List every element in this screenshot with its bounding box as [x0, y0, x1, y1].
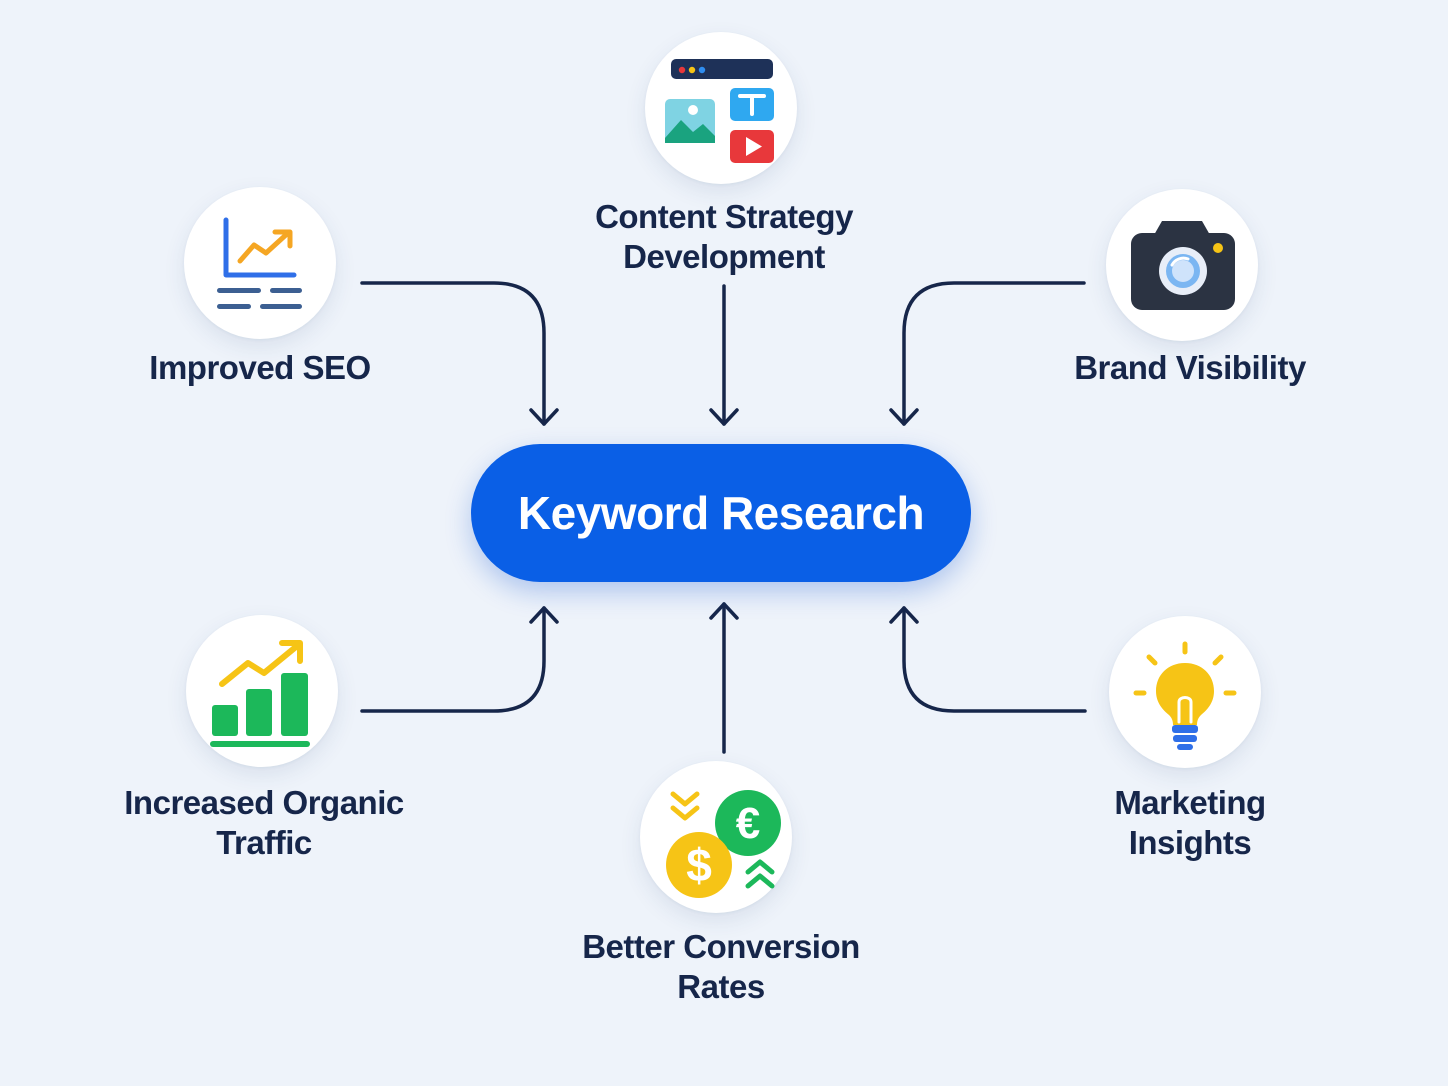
center-label: Keyword Research: [517, 487, 925, 539]
growth-bar-chart-icon: [210, 640, 310, 747]
arrow-insights-to-center: [902, 606, 1087, 713]
marketing-insights-icon-circle[interactable]: [1109, 616, 1261, 768]
brand-visibility-icon-circle[interactable]: [1106, 189, 1258, 341]
currency-conversion-icon: € $: [666, 790, 781, 898]
arrow-brand-to-center: [902, 281, 1086, 426]
node-label-marketing-insights: Marketing Insights: [1114, 784, 1266, 861]
seo-icon-circle[interactable]: [184, 187, 336, 339]
node-label-conversion-rates: Better Conversion Rates: [582, 928, 860, 1005]
arrow-traffic-to-center: [360, 606, 546, 713]
conversion-rates-icon-circle[interactable]: € $: [640, 761, 792, 913]
svg-text:$: $: [686, 839, 712, 891]
arrow-seo-to-center: [360, 281, 546, 426]
center-keyword-research-pill[interactable]: Keyword Research: [471, 444, 971, 582]
content-strategy-icon-circle[interactable]: [645, 32, 797, 184]
content-media-icon: [665, 59, 774, 163]
organic-traffic-icon-circle[interactable]: [186, 615, 338, 767]
node-label-organic-traffic: Increased Organic Traffic: [124, 784, 404, 861]
camera-icon: [1131, 221, 1235, 310]
svg-text:€: €: [736, 799, 760, 848]
seo-chart-icon: [217, 217, 302, 309]
lightbulb-icon: [1133, 641, 1237, 750]
node-label-brand-visibility: Brand Visibility: [1074, 349, 1306, 386]
node-label-content-strategy: Content Strategy Development: [595, 198, 853, 275]
node-label-improved-seo: Improved SEO: [149, 349, 371, 386]
